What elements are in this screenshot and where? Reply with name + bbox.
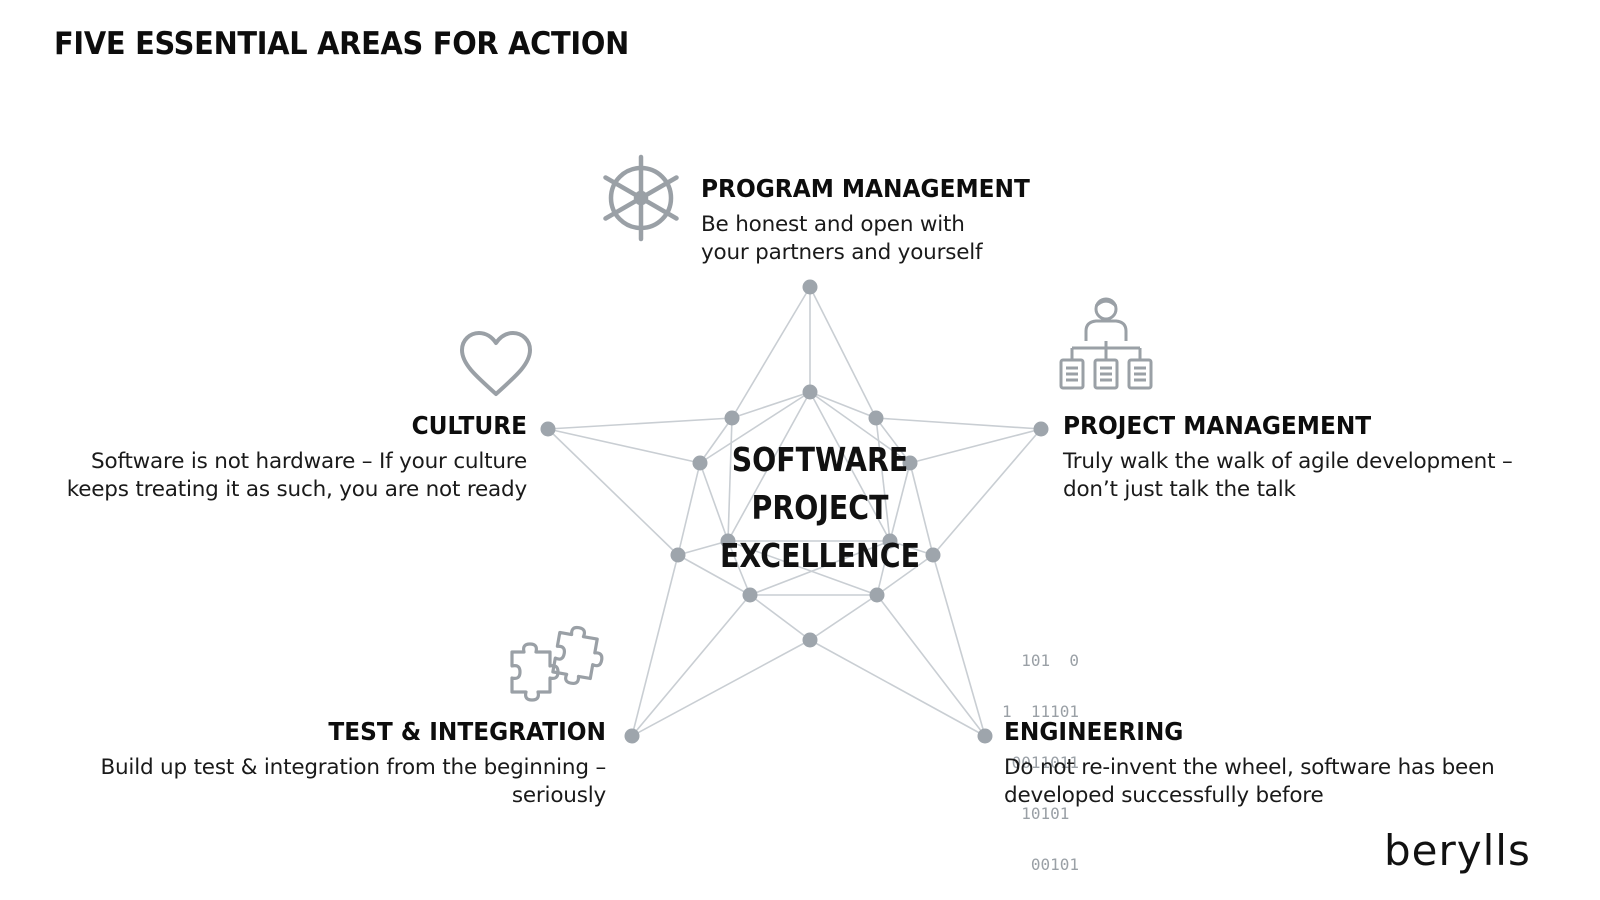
center-label: SOFTWARE PROJECT EXCELLENCE bbox=[691, 436, 949, 580]
network-edge bbox=[809, 594, 878, 641]
network-edge bbox=[809, 391, 911, 464]
network-edge bbox=[909, 428, 1042, 464]
network-edge bbox=[677, 462, 701, 556]
network-node bbox=[1033, 421, 1049, 437]
binary-line-5: 00101 bbox=[1002, 855, 1080, 874]
area-title: CULTURE bbox=[411, 411, 527, 440]
area-title: PROJECT MANAGEMENT bbox=[1063, 411, 1372, 440]
description-line: keeps treating it as such, you are not r… bbox=[66, 477, 527, 502]
description-line: Be honest and open with bbox=[701, 212, 965, 237]
network-edge bbox=[909, 462, 934, 556]
network-edge bbox=[876, 594, 986, 737]
binary-code-icon: 101 0 1 11101 0011011 10101 00101 bbox=[1002, 618, 1079, 890]
binary-line-3: 0011011 bbox=[1002, 753, 1080, 772]
area-title: TEST & INTEGRATION bbox=[328, 717, 606, 746]
area-description: Build up test & integration from the beg… bbox=[60, 754, 606, 810]
network-node bbox=[902, 455, 918, 471]
network-edge bbox=[631, 639, 811, 737]
network-node bbox=[869, 587, 885, 603]
network-node bbox=[720, 533, 736, 549]
network-edge bbox=[677, 554, 751, 596]
network-edge bbox=[699, 417, 733, 464]
center-line-1: SOFTWARE bbox=[731, 440, 909, 479]
area-description: Be honest and open with your partners an… bbox=[701, 211, 1081, 267]
description-line: Build up test & integration from the beg… bbox=[100, 755, 606, 780]
org-chart-person-icon bbox=[1059, 297, 1153, 390]
center-line-3: EXCELLENCE bbox=[719, 536, 920, 575]
area-project-management: PROJECT MANAGEMENT Truly walk the walk o… bbox=[1063, 411, 1583, 504]
description-line: don’t just talk the talk bbox=[1063, 477, 1296, 502]
network-node bbox=[977, 728, 993, 744]
network-node bbox=[724, 410, 740, 426]
network-edge bbox=[727, 540, 751, 596]
network-edge bbox=[889, 462, 911, 542]
network-edge bbox=[809, 391, 877, 419]
network-edge bbox=[876, 554, 934, 596]
network-edge bbox=[749, 594, 811, 641]
puzzle-icon bbox=[510, 625, 604, 702]
area-title: ENGINEERING bbox=[1004, 717, 1184, 746]
network-node bbox=[802, 384, 818, 400]
description-line: Software is not hardware – If your cultu… bbox=[91, 449, 527, 474]
network-edge bbox=[731, 391, 811, 419]
heart-icon bbox=[460, 331, 532, 396]
network-node bbox=[802, 632, 818, 648]
network-node bbox=[670, 547, 686, 563]
network-node bbox=[624, 728, 640, 744]
network-node bbox=[882, 533, 898, 549]
network-node bbox=[868, 410, 884, 426]
network-edge bbox=[699, 462, 729, 542]
area-program-management: PROGRAM MANAGEMENT Be honest and open wi… bbox=[701, 174, 1081, 267]
network-edge bbox=[727, 417, 733, 542]
network-edge bbox=[731, 286, 811, 419]
network-edge bbox=[809, 391, 891, 542]
binary-line-1: 101 0 bbox=[1002, 651, 1080, 670]
area-test-integration: TEST & INTEGRATION Build up test & integ… bbox=[60, 717, 606, 810]
network-node bbox=[742, 587, 758, 603]
ships-wheel-icon bbox=[603, 154, 679, 242]
binary-line-2: 1 11101 bbox=[1002, 702, 1080, 721]
description-line: your partners and yourself bbox=[701, 240, 983, 265]
network-edge bbox=[631, 594, 751, 737]
network-node bbox=[802, 279, 818, 295]
binary-line-4: 10101 bbox=[1002, 804, 1070, 823]
description-line: Do not re-invent the wheel, software has… bbox=[1004, 755, 1495, 780]
description-line: developed successfully before bbox=[1004, 783, 1324, 808]
network-node bbox=[692, 455, 708, 471]
network-edge bbox=[932, 554, 986, 737]
area-culture: CULTURE Software is not hardware – If yo… bbox=[30, 411, 527, 504]
network-edge bbox=[727, 540, 878, 596]
network-edge bbox=[889, 540, 934, 556]
berylls-logo: berylls bbox=[1384, 826, 1531, 875]
network-edge bbox=[677, 540, 729, 556]
area-engineering: ENGINEERING Do not re-invent the wheel, … bbox=[1004, 717, 1564, 810]
area-description: Do not re-invent the wheel, software has… bbox=[1004, 754, 1564, 810]
network-edge bbox=[547, 417, 733, 430]
page-title: FIVE ESSENTIAL AREAS FOR ACTION bbox=[54, 26, 629, 62]
network-edge bbox=[809, 639, 986, 737]
area-description: Software is not hardware – If your cultu… bbox=[30, 448, 527, 504]
network-edge bbox=[809, 286, 877, 419]
network-edge bbox=[875, 417, 1042, 430]
network-edge bbox=[547, 428, 679, 556]
description-line: Truly walk the walk of agile development… bbox=[1063, 449, 1513, 474]
network-edge bbox=[699, 391, 811, 464]
network-edge bbox=[749, 540, 891, 596]
area-description: Truly walk the walk of agile development… bbox=[1063, 448, 1583, 504]
network-node bbox=[540, 421, 556, 437]
area-title: PROGRAM MANAGEMENT bbox=[701, 174, 1030, 203]
network-node bbox=[925, 547, 941, 563]
center-line-2: PROJECT bbox=[751, 488, 889, 527]
network-edge bbox=[875, 417, 911, 464]
network-edge bbox=[547, 428, 701, 464]
network-edge bbox=[932, 428, 1042, 556]
network-edge bbox=[876, 540, 891, 596]
description-line: seriously bbox=[511, 783, 606, 808]
network-edge bbox=[875, 417, 891, 542]
network-edge bbox=[727, 391, 811, 542]
network-edge bbox=[631, 554, 679, 737]
